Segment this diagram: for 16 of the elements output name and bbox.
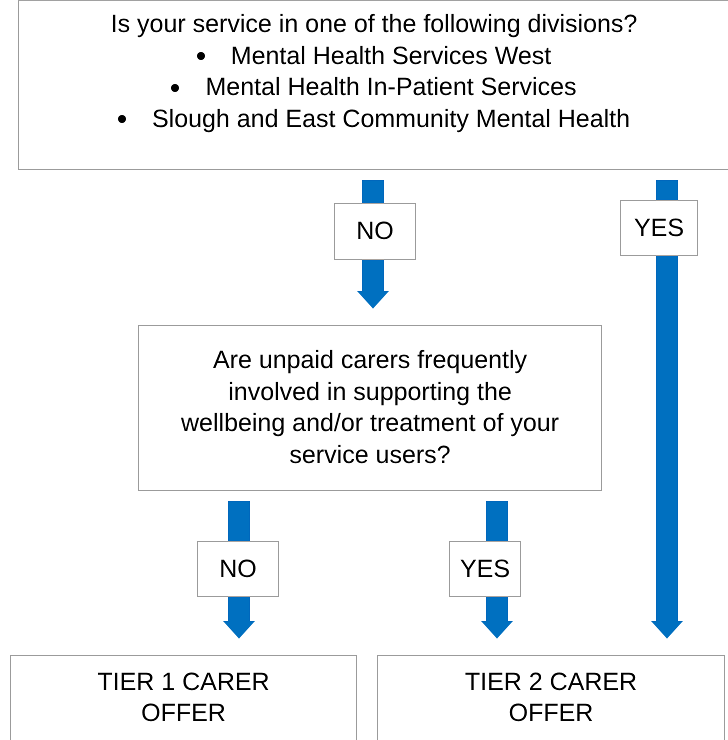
arrow — [651, 180, 683, 639]
edge-label: YES — [449, 541, 521, 597]
node-text: TIER 2 CARER OFFER — [464, 666, 638, 729]
process-box — [18, 0, 728, 170]
node-text: TIER 1 CARER OFFER — [96, 666, 271, 729]
edge-label: NO — [197, 541, 279, 597]
process-box — [377, 655, 725, 740]
list-item: Mental Health Services West — [230, 40, 552, 72]
process-box — [10, 655, 357, 740]
list-item: Mental Health In-Patient Services — [205, 72, 576, 103]
question-text: Is your service in one of the following divisions? — [110, 9, 638, 40]
node-text: Are unpaid carers frequently involved in supporting the wellbeing and/or treatment of your service users? — [181, 345, 559, 470]
edge-label: NO — [334, 203, 416, 260]
list-item: Slough and East Community Mental Health — [152, 104, 630, 134]
edge-label: YES — [620, 200, 698, 256]
process-box — [138, 325, 602, 491]
